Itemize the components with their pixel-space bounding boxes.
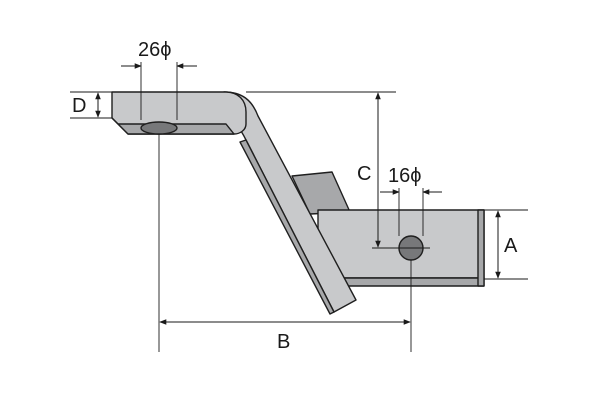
drop-shank bbox=[223, 91, 357, 315]
hole-diameter-top-label: 26ϕ bbox=[138, 39, 171, 61]
hole-diameter-pin-label: 16ϕ bbox=[388, 165, 421, 187]
ball-hole-icon bbox=[140, 121, 178, 135]
dimension-b-label: B bbox=[277, 331, 290, 353]
dimension-c-label: C bbox=[357, 163, 371, 185]
ball-platform bbox=[111, 91, 247, 135]
dimension-d-label: D bbox=[72, 95, 86, 117]
dimension-a-label: A bbox=[504, 235, 518, 257]
dimension-lines bbox=[95, 63, 501, 325]
extension-lines bbox=[70, 62, 528, 352]
